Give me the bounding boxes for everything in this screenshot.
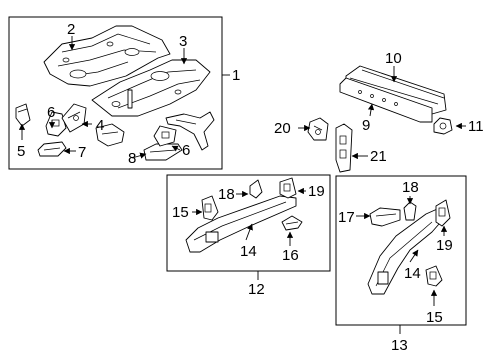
callout-6-right: 6	[182, 142, 190, 159]
rear-rail-right-box	[335, 175, 467, 326]
callout-19-right: 19	[436, 237, 453, 254]
bracket-8	[143, 143, 183, 161]
bracket-15-right	[425, 265, 443, 287]
callout-13: 13	[391, 337, 408, 354]
rear-crossmember	[165, 111, 215, 151]
bracket-7	[37, 141, 67, 157]
bracket-19-left	[279, 177, 297, 199]
callout-2: 2	[67, 21, 75, 38]
callout-16: 16	[282, 247, 299, 264]
callout-5: 5	[17, 143, 25, 160]
rear-rail-left-box	[166, 174, 331, 272]
bracket-16	[281, 215, 303, 231]
bracket-6-right	[153, 125, 177, 147]
bracket-15-left	[201, 195, 219, 221]
callout-21: 21	[370, 148, 387, 165]
bracket-5	[15, 103, 31, 127]
callout-3: 3	[179, 33, 187, 50]
callout-11: 11	[468, 118, 484, 135]
cap-18-left	[249, 179, 263, 199]
plug-11	[433, 117, 453, 135]
rear-rail-14-left	[185, 195, 297, 253]
callout-15-right: 15	[426, 309, 443, 326]
cap-18-right	[403, 201, 417, 221]
floor-pan-assembly-box	[8, 16, 223, 170]
side-member-9	[339, 77, 433, 123]
callouts: 2 3 1 5 6 4 7 8 6 10 9 11 20 21 15 18 19…	[17, 21, 484, 354]
callout-17: 17	[338, 209, 355, 226]
crossmember-center	[95, 123, 125, 147]
callout-15-left: 15	[172, 204, 189, 221]
bracket-20	[307, 117, 329, 141]
callout-7: 7	[78, 144, 86, 161]
leader-lines	[18, 36, 466, 334]
callout-1: 1	[232, 67, 240, 84]
callout-19-left: 19	[308, 183, 325, 200]
callout-10: 10	[385, 50, 402, 67]
callout-14-right: 14	[404, 265, 421, 282]
callout-20: 20	[274, 120, 291, 137]
rear-floor-pan	[91, 59, 211, 117]
callout-12: 12	[248, 281, 265, 298]
bracket-17	[369, 207, 401, 227]
bracket-4	[61, 103, 87, 133]
bracket-19-right	[435, 199, 451, 227]
callout-14-left: 14	[240, 243, 257, 260]
callout-8: 8	[128, 150, 136, 167]
callout-18-right: 18	[402, 179, 419, 196]
callout-18-left: 18	[218, 186, 235, 203]
callout-9: 9	[362, 117, 370, 134]
bracket-21	[335, 123, 353, 173]
callout-6-left: 6	[47, 104, 55, 121]
front-floor-pan	[43, 25, 171, 87]
callout-4: 4	[96, 117, 104, 134]
